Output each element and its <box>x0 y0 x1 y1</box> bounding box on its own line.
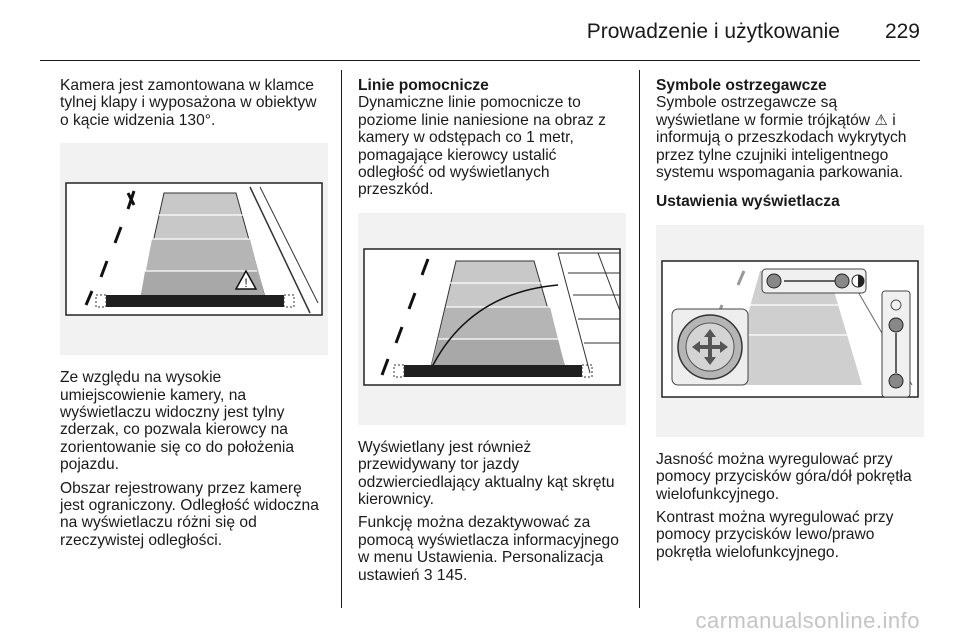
trajectory-paragraph: Wyświetlany jest również przewidywany to… <box>358 438 615 509</box>
guide-lines-heading: Linie pomocnicze <box>358 77 489 94</box>
column-1: Kamera jest zamontowana w klamce tylnej … <box>60 77 328 555</box>
warning-text-b: i informują o przeszkodach wykrytych prz… <box>656 111 907 182</box>
header-divider <box>40 60 920 61</box>
display-settings-illustration <box>661 260 919 398</box>
reference-arrow-icon: 3 <box>423 566 433 584</box>
intro-paragraph: Kamera jest zamontowana w klamce tylnej … <box>60 77 317 129</box>
svg-text:!: ! <box>244 276 247 290</box>
page-number: 229 <box>884 20 920 43</box>
deactivate-paragraph: Funkcję można dezaktywować za pomocą wyś… <box>358 514 626 584</box>
guide-lines-illustration <box>363 248 621 386</box>
brightness-paragraph: Jasność można wyregulować przy pomocy pr… <box>656 450 912 503</box>
warning-symbols-heading: Symbole ostrzegawcze <box>656 77 827 94</box>
guide-lines-paragraph: Dynamiczne linie pomocnicze to poziome l… <box>358 94 606 199</box>
column-2: Linie pomocnicze Dynamiczne linie pomocn… <box>358 77 626 590</box>
rear-camera-illustration: ! <box>65 182 323 316</box>
column-divider-1 <box>341 70 342 608</box>
warning-symbols-paragraph: Symbole ostrzegawcze są wyświetlane w fo… <box>656 94 924 181</box>
contrast-paragraph: Kontrast można wyregulować przy pomocy p… <box>656 509 894 561</box>
deactivate-text: Funkcję można dezaktywować za pomocą wyś… <box>358 514 619 584</box>
camera-height-paragraph: Ze względu na wysokie umiejscowienie kam… <box>60 369 295 474</box>
warning-triangle-icon: ⚠ <box>874 111 888 129</box>
display-settings-figure <box>656 224 924 437</box>
camera-area-paragraph: Obszar rejestrowany przez kamerę jest og… <box>60 479 319 549</box>
reference-page: 145. <box>436 566 468 584</box>
page-header-title: Prowadzenie i użytkowanie <box>586 20 840 43</box>
display-settings-heading: Ustawienia wyświetlacza <box>656 193 840 211</box>
camera-view-figure: ! <box>60 143 328 356</box>
warning-text-a: Symbole ostrzegawcze są wyświetlane w fo… <box>656 94 871 129</box>
guide-lines-figure <box>358 212 626 425</box>
column-3: Symbole ostrzegawcze Symbole ostrzegawcz… <box>656 77 924 567</box>
column-divider-2 <box>639 70 640 608</box>
watermark: carmanualsonline.info <box>695 608 920 633</box>
